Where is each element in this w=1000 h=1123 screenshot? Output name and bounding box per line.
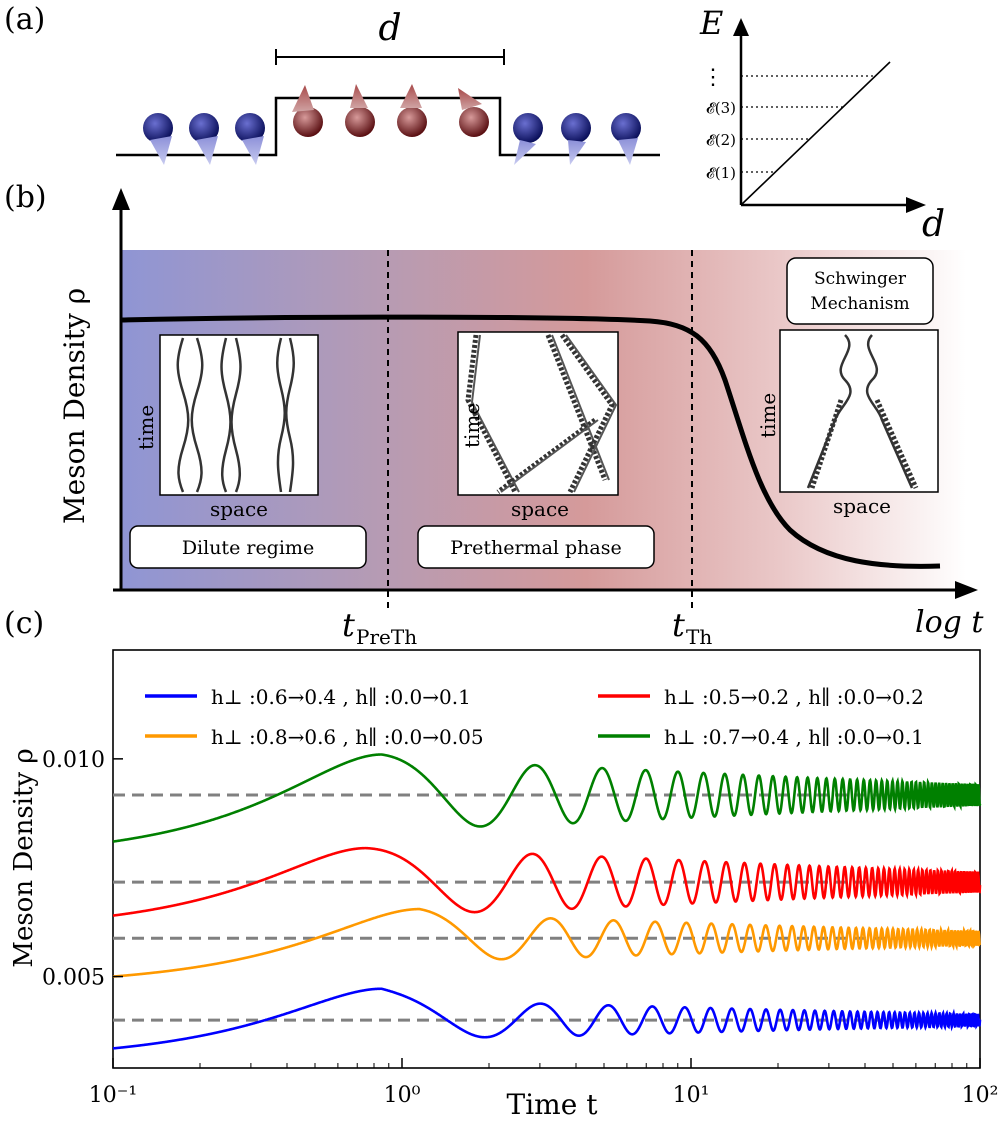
inset-dilute-time: time — [134, 405, 158, 450]
d-label: d — [378, 8, 401, 49]
panel-a-spin-chain: d — [116, 8, 660, 165]
y-tick-label-0: 0.005 — [42, 966, 105, 991]
inset-schwinger-time: time — [756, 393, 780, 438]
panel-b-ylabel: Meson Density ρ — [58, 288, 91, 524]
level-1-label: 𝓔(1) — [706, 164, 736, 182]
x-tick-label-0: 10⁻¹ — [89, 1083, 137, 1108]
x-tick-label-3: 10² — [962, 1083, 999, 1108]
density-curve — [120, 314, 941, 569]
series-line-3 — [112, 753, 982, 843]
legend-label-0: h⊥ :0.6→0.4 , h∥ :0.0→0.1 — [211, 685, 471, 709]
svg-text:t: t — [672, 606, 685, 644]
energy-axis-label: E — [699, 4, 723, 42]
t-th-label: t Th — [672, 606, 712, 649]
spin-down-4 — [513, 113, 543, 165]
panel-c-ylabel: Meson Density ρ — [9, 748, 39, 967]
prethermal-box: Prethermal phase — [417, 525, 655, 569]
legend-label-2: h⊥ :0.5→0.2 , h∥ :0.0→0.2 — [664, 685, 924, 709]
legend-label-3: h⊥ :0.7→0.4 , h∥ :0.0→0.1 — [664, 725, 924, 749]
svg-text:Th: Th — [686, 625, 712, 649]
levels-dots: ⋮ — [702, 65, 724, 90]
distance-axis-label: d — [922, 204, 945, 245]
panel-a-label: (a) — [4, 2, 46, 37]
spin-down-5 — [561, 113, 591, 165]
inset-dilute: time space — [134, 334, 319, 521]
inset-schwinger: time space — [756, 329, 939, 518]
spin-down-1 — [143, 113, 173, 165]
spin-up-4 — [458, 88, 489, 137]
energy-diagram: E d 𝓔(1) 𝓔(2) 𝓔(3) ⋮ — [699, 4, 945, 245]
panel-c-label: (c) — [4, 606, 45, 641]
spin-down-3 — [235, 113, 265, 165]
spin-down-6 — [611, 113, 641, 165]
x-tick-label-2: 10¹ — [673, 1083, 710, 1108]
spin-up-1 — [292, 85, 323, 137]
level-2-label: 𝓔(2) — [706, 131, 736, 149]
spin-up-3 — [397, 84, 427, 137]
dilute-label: Dilute regime — [182, 537, 314, 559]
x-tick-label-1: 10⁰ — [384, 1083, 421, 1108]
series-line-1 — [112, 907, 981, 978]
dilute-box: Dilute regime — [129, 525, 367, 569]
series-line-2 — [112, 846, 982, 917]
schwinger-box: Schwinger Mechanism — [786, 257, 934, 325]
legend-label-1: h⊥ :0.8→0.6 , h∥ :0.0→0.05 — [211, 725, 484, 749]
panel-c-xlabel: Time t — [507, 1088, 599, 1121]
panel-b-label: (b) — [4, 180, 47, 215]
plot-frame — [112, 649, 981, 1069]
spin-up-2 — [345, 84, 375, 137]
panel-b-schematic: time space time space time space Dilute … — [58, 188, 984, 649]
panel-c-chart: 10⁻¹ 10⁰ 10¹ 10² 0.005 0.010 h⊥ :0.6→0.4 , h∥… — [9, 649, 999, 1121]
inset-prethermal-time: time — [460, 403, 484, 448]
inset-prethermal-space: space — [511, 497, 569, 521]
panel-b-xlabel: log t — [915, 605, 984, 640]
svg-text:PreTh: PreTh — [356, 625, 417, 649]
t-preth-label: t PreTh — [342, 606, 417, 649]
series-line-0 — [112, 987, 982, 1050]
legend: h⊥ :0.6→0.4 , h∥ :0.0→0.1 h⊥ :0.8→0.6 , h… — [145, 685, 924, 749]
schwinger-label-1: Schwinger — [814, 269, 907, 289]
level-3-label: 𝓔(3) — [706, 99, 736, 117]
inset-schwinger-space: space — [833, 494, 891, 518]
spin-down-2 — [189, 113, 219, 165]
svg-text:t: t — [342, 606, 355, 644]
schwinger-label-2: Mechanism — [810, 294, 909, 314]
inset-prethermal: time space — [457, 331, 619, 521]
y-tick-label-1: 0.010 — [42, 748, 105, 773]
prethermal-label: Prethermal phase — [450, 537, 622, 559]
inset-dilute-space: space — [210, 497, 268, 521]
